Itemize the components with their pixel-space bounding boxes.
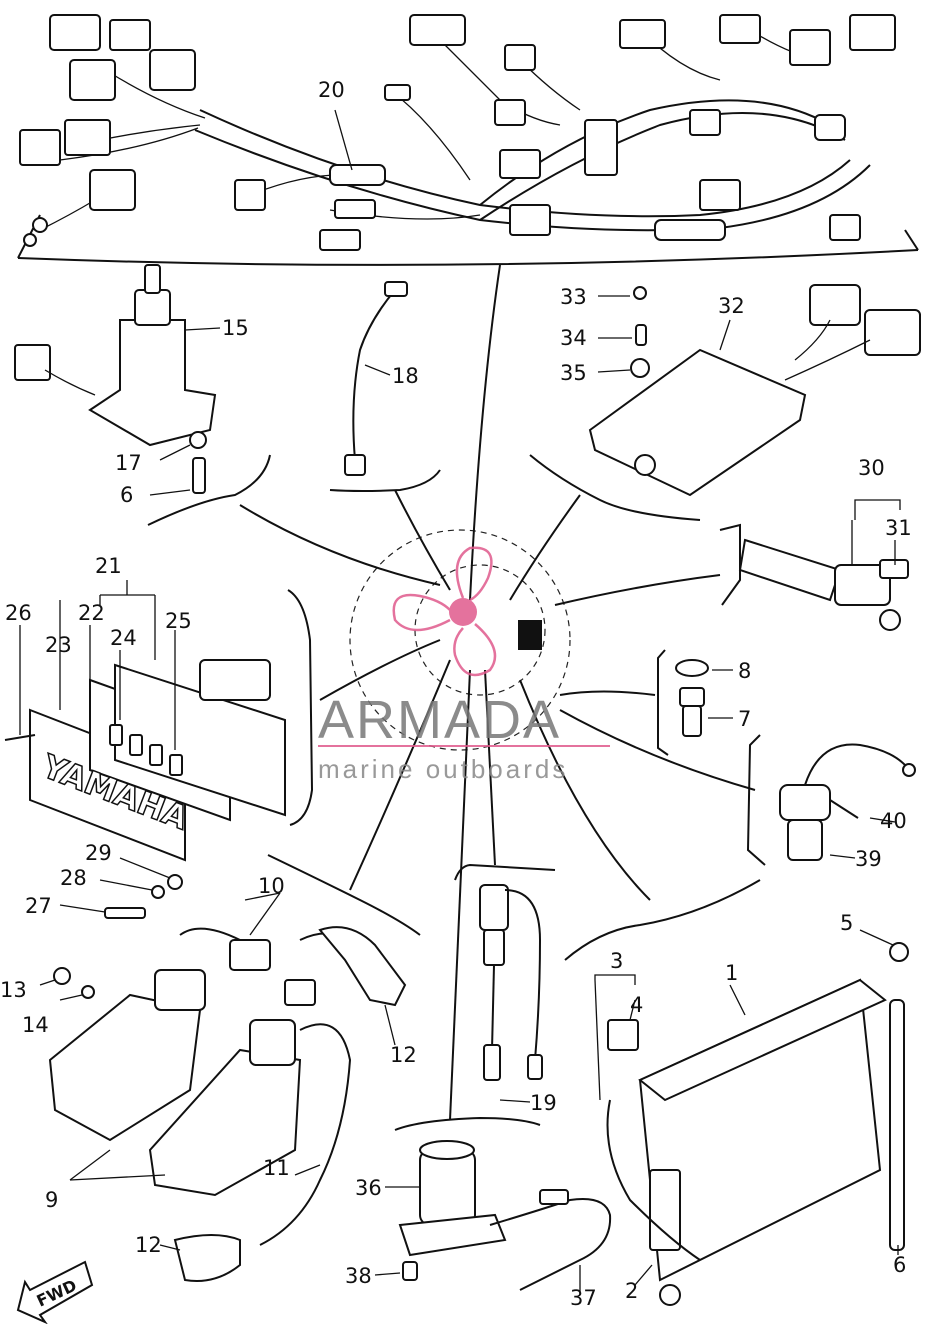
- watermark-brand: ARMADA: [318, 690, 561, 750]
- callout-9: 9: [45, 1188, 58, 1212]
- callout-6-top: 6: [120, 483, 133, 507]
- callout-7: 7: [738, 707, 751, 731]
- callout-37: 37: [570, 1286, 597, 1310]
- callout-24: 24: [110, 626, 137, 650]
- callout-38: 38: [345, 1264, 372, 1288]
- callout-28: 28: [60, 866, 87, 890]
- ignition-coils: [48, 926, 407, 1282]
- callout-26: 26: [5, 601, 32, 625]
- starter-relay: [398, 1140, 612, 1291]
- callout-35: 35: [560, 361, 587, 385]
- fuse-holder: [738, 538, 909, 631]
- watermark-logo: ARMADA marine outboards: [318, 546, 610, 784]
- callout-17: 17: [115, 451, 142, 475]
- thermo-switch: [675, 659, 709, 737]
- callout-3: 3: [610, 949, 623, 973]
- callout-12-left: 12: [135, 1233, 162, 1257]
- callout-31: 31: [885, 516, 912, 540]
- callout-32: 32: [718, 294, 745, 318]
- callout-10: 10: [258, 874, 285, 898]
- callout-36: 36: [355, 1176, 382, 1200]
- wire-harness: [17, 14, 919, 266]
- callout-33: 33: [560, 285, 587, 309]
- callout-11: 11: [263, 1156, 290, 1180]
- callout-25: 25: [165, 609, 192, 633]
- group-brackets: [147, 454, 766, 1131]
- propeller-icon: [392, 546, 497, 677]
- main-switch: [14, 264, 217, 494]
- callout-20: 20: [318, 78, 345, 102]
- solenoid: [779, 743, 916, 861]
- callout-40: 40: [880, 809, 907, 833]
- callout-13: 13: [0, 978, 27, 1002]
- callout-15: 15: [222, 316, 249, 340]
- watermark-tagline: marine outboards: [318, 754, 568, 784]
- callout-8: 8: [738, 659, 751, 683]
- rectifier-regulator: [588, 284, 921, 497]
- callout-39: 39: [855, 847, 882, 871]
- callout-29: 29: [85, 841, 112, 865]
- callout-6-battery: 6: [893, 1253, 906, 1277]
- lead-wire: [344, 281, 408, 476]
- callout-2: 2: [625, 1279, 638, 1303]
- forward-arrow: FWD: [16, 1260, 94, 1324]
- panel-screws: [104, 874, 183, 919]
- callout-34: 34: [560, 326, 587, 350]
- control-panel: [4, 659, 286, 862]
- callout-12-right: 12: [390, 1043, 417, 1067]
- callout-19: 19: [530, 1091, 557, 1115]
- callout-27: 27: [25, 894, 52, 918]
- callout-18: 18: [392, 364, 419, 388]
- callout-14: 14: [22, 1013, 49, 1037]
- callout-4: 4: [630, 993, 643, 1017]
- callout-30: 30: [858, 456, 885, 480]
- callout-22: 22: [78, 601, 105, 625]
- callout-23: 23: [45, 633, 72, 657]
- callout-21: 21: [95, 554, 122, 578]
- warning-switch: [479, 884, 543, 1081]
- battery: [606, 942, 909, 1306]
- callout-5: 5: [840, 911, 853, 935]
- callout-1: 1: [725, 961, 738, 985]
